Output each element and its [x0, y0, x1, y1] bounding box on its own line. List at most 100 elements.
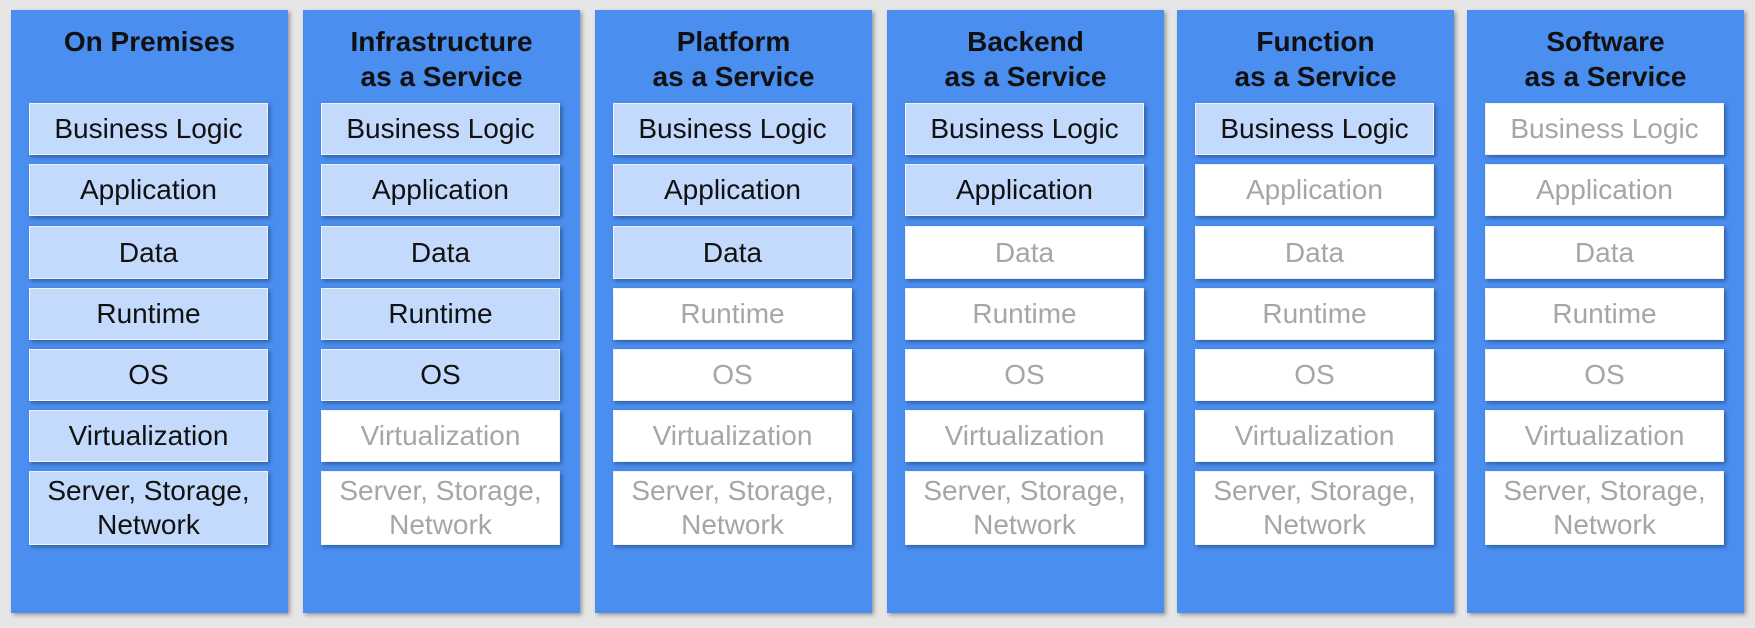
layer-virtualization: Virtualization: [29, 410, 268, 462]
layer-label: OS: [1584, 359, 1625, 390]
layer-business-logic: Business Logic: [613, 103, 852, 155]
layer-label: Virtualization: [360, 420, 521, 451]
column-paas: Platform as a Service Business Logic App…: [595, 10, 872, 613]
layer-label: Data: [410, 236, 471, 268]
layer-runtime: Runtime: [29, 288, 268, 340]
column-title: Backend as a Service: [887, 24, 1164, 94]
column-title-line2: as a Service: [944, 61, 1107, 92]
layer-virtualization: Virtualization: [1485, 410, 1724, 462]
column-title: Infrastructure as a Service: [303, 24, 580, 94]
column-title-line1: Infrastructure: [350, 26, 533, 57]
layer-label: Application: [1536, 174, 1673, 205]
column-title-line1: Function: [1256, 26, 1375, 57]
layer-label: Data: [994, 236, 1055, 268]
layer-label-line1: Server, Storage,: [923, 475, 1126, 506]
layer-label: Virtualization: [68, 420, 229, 451]
layer-label-line2: Network: [973, 509, 1076, 540]
layer-label-line1: Server, Storage,: [631, 475, 834, 506]
layer-label-line2: Network: [389, 509, 492, 540]
layer-data: Data: [1485, 226, 1724, 279]
column-title: Software as a Service: [1467, 24, 1744, 94]
layer-data: Data: [29, 226, 268, 279]
layer-label-line2: Network: [681, 509, 784, 540]
layer-application: Application: [1195, 164, 1434, 216]
layer-label: Application: [664, 174, 801, 205]
layer-label: Application: [1246, 174, 1383, 205]
layer-application: Application: [321, 164, 560, 216]
layer-os: OS: [613, 349, 852, 401]
layer-os: OS: [1195, 349, 1434, 401]
layer-label: OS: [1294, 359, 1335, 390]
layer-label-line2: Network: [97, 509, 200, 540]
layer-virtualization: Virtualization: [1195, 410, 1434, 462]
layer-label: Business Logic: [930, 113, 1119, 144]
layer-runtime: Runtime: [613, 288, 852, 340]
layer-label: OS: [712, 359, 753, 390]
column-faas: Function as a Service Business Logic App…: [1177, 10, 1454, 613]
layer-business-logic: Business Logic: [905, 103, 1144, 155]
layer-label: Data: [1284, 236, 1345, 268]
layer-label: Data: [702, 236, 763, 268]
layer-label: Runtime: [96, 298, 201, 329]
layer-label: Runtime: [680, 298, 785, 329]
layer-label: OS: [420, 359, 461, 390]
layer-business-logic: Business Logic: [1195, 103, 1434, 155]
layer-os: OS: [905, 349, 1144, 401]
column-title-line1: Backend: [967, 26, 1084, 57]
layer-virtualization: Virtualization: [613, 410, 852, 462]
column-title: On Premises: [11, 24, 288, 59]
layer-application: Application: [29, 164, 268, 216]
column-title-line2: as a Service: [1234, 61, 1397, 92]
layer-application: Application: [613, 164, 852, 216]
column-saas: Software as a Service Business Logic App…: [1467, 10, 1744, 613]
column-title-line2: as a Service: [652, 61, 815, 92]
layer-runtime: Runtime: [321, 288, 560, 340]
layer-label: Virtualization: [944, 420, 1105, 451]
layer-label: Business Logic: [638, 113, 827, 144]
layer-os: OS: [321, 349, 560, 401]
layer-server-storage-network: Server, Storage,Network: [613, 471, 852, 545]
layer-label: Application: [80, 174, 217, 205]
layer-label: Virtualization: [1234, 420, 1395, 451]
layer-label-line1: Server, Storage,: [1503, 475, 1706, 506]
layer-virtualization: Virtualization: [321, 410, 560, 462]
layer-server-storage-network: Server, Storage,Network: [29, 471, 268, 545]
layer-application: Application: [1485, 164, 1724, 216]
column-title-line1: Software: [1546, 26, 1665, 57]
column-title-line2: as a Service: [1524, 61, 1687, 92]
layer-label: Runtime: [1262, 298, 1367, 329]
layer-os: OS: [1485, 349, 1724, 401]
layer-data: Data: [1195, 226, 1434, 279]
layer-business-logic: Business Logic: [1485, 103, 1724, 155]
column-title-line2: as a Service: [360, 61, 523, 92]
layer-label: Data: [1574, 236, 1635, 268]
layer-label: Business Logic: [54, 113, 243, 144]
layer-label: Business Logic: [1510, 113, 1699, 144]
layer-label: OS: [1004, 359, 1045, 390]
layer-runtime: Runtime: [1485, 288, 1724, 340]
layer-server-storage-network: Server, Storage,Network: [1195, 471, 1434, 545]
layer-data: Data: [905, 226, 1144, 279]
layer-label: Application: [956, 174, 1093, 205]
layer-label-line2: Network: [1553, 509, 1656, 540]
layer-label: Virtualization: [652, 420, 813, 451]
layer-label: Business Logic: [1220, 113, 1409, 144]
layer-label-line1: Server, Storage,: [339, 475, 542, 506]
layer-label: Runtime: [1552, 298, 1657, 329]
layer-label: Application: [372, 174, 509, 205]
layer-virtualization: Virtualization: [905, 410, 1144, 462]
layer-label: Data: [118, 236, 179, 268]
layer-data: Data: [613, 226, 852, 279]
layer-business-logic: Business Logic: [29, 103, 268, 155]
layer-os: OS: [29, 349, 268, 401]
layer-label-line1: Server, Storage,: [1213, 475, 1416, 506]
layer-label: Runtime: [972, 298, 1077, 329]
layer-runtime: Runtime: [1195, 288, 1434, 340]
column-on-premises: On Premises Business Logic Application D…: [11, 10, 288, 613]
layer-server-storage-network: Server, Storage,Network: [905, 471, 1144, 545]
layer-label-line2: Network: [1263, 509, 1366, 540]
layer-label: Business Logic: [346, 113, 535, 144]
column-title-line1: On Premises: [63, 26, 236, 57]
column-title: Platform as a Service: [595, 24, 872, 94]
layer-data: Data: [321, 226, 560, 279]
